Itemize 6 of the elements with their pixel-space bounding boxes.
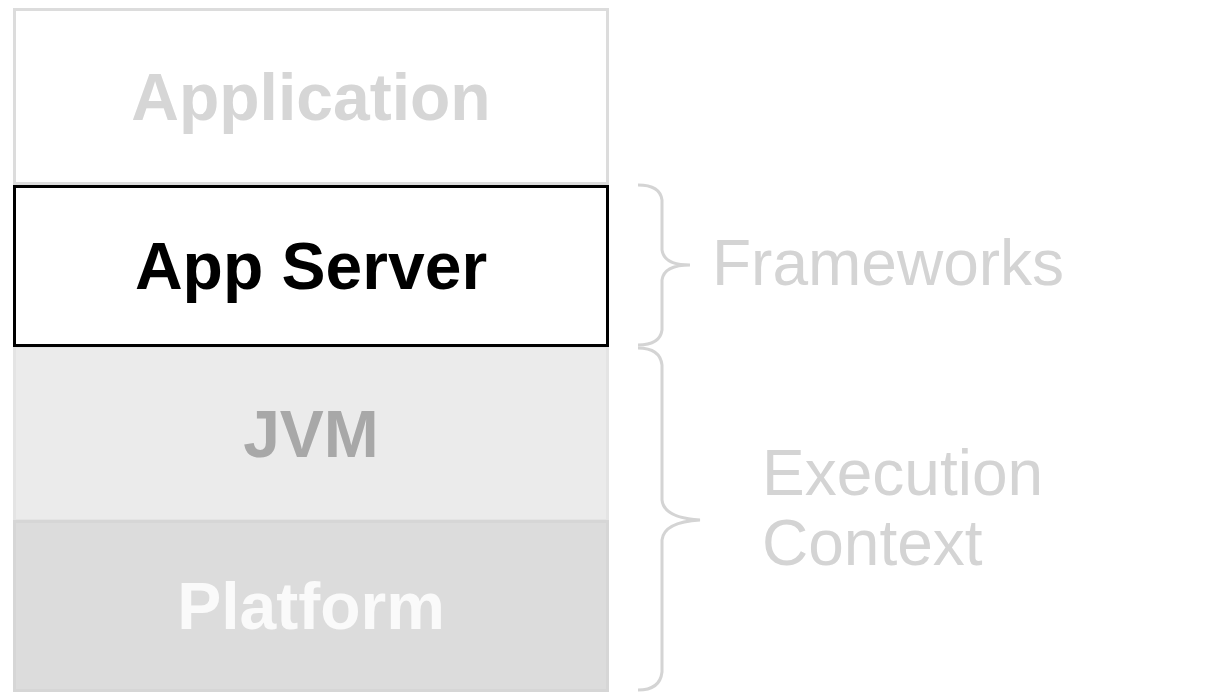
layer-box [13,8,609,185]
layer-box [13,185,609,347]
layer-label: App Server [134,228,488,304]
layer-box [13,345,609,522]
layer-box [13,520,609,692]
layer-label: JVM [243,395,379,472]
